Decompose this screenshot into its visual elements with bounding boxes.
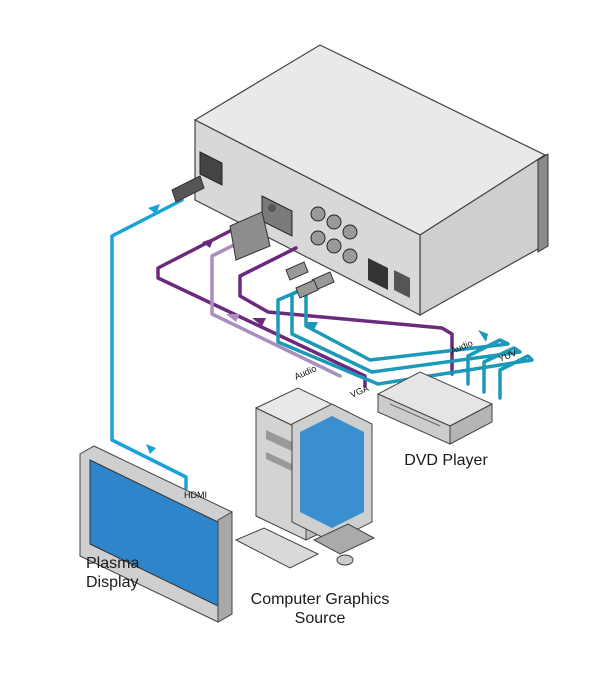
signal-arrows <box>146 204 488 454</box>
computer-label-line1: Computer Graphics <box>250 591 390 608</box>
computer-label-line2: Source <box>294 610 346 627</box>
hdmi-cable-label: HDMI <box>184 490 207 500</box>
yuv-cable-3 <box>276 286 534 400</box>
plasma-display-label: Plasma Display <box>86 554 156 592</box>
plasma-label-line2: Display <box>86 574 139 591</box>
connector-plugs <box>171 175 335 299</box>
dvd-player-label: DVD Player <box>404 452 488 469</box>
dvd-player <box>376 371 494 445</box>
audio-cable-dvd <box>238 246 454 376</box>
hdmi-cable <box>110 198 188 490</box>
plasma-label-line1: Plasma <box>86 555 140 572</box>
plasma-display <box>79 445 233 623</box>
audio-pc-cable-label: Audio <box>293 363 318 382</box>
yuv-cable-1 <box>304 276 510 386</box>
vga-cable-label: VGA <box>349 383 370 400</box>
yuv-cable-2 <box>290 280 522 394</box>
scaler-unit <box>193 44 549 317</box>
computer <box>234 387 376 569</box>
computer-source-label: Computer Graphics Source <box>240 590 400 628</box>
